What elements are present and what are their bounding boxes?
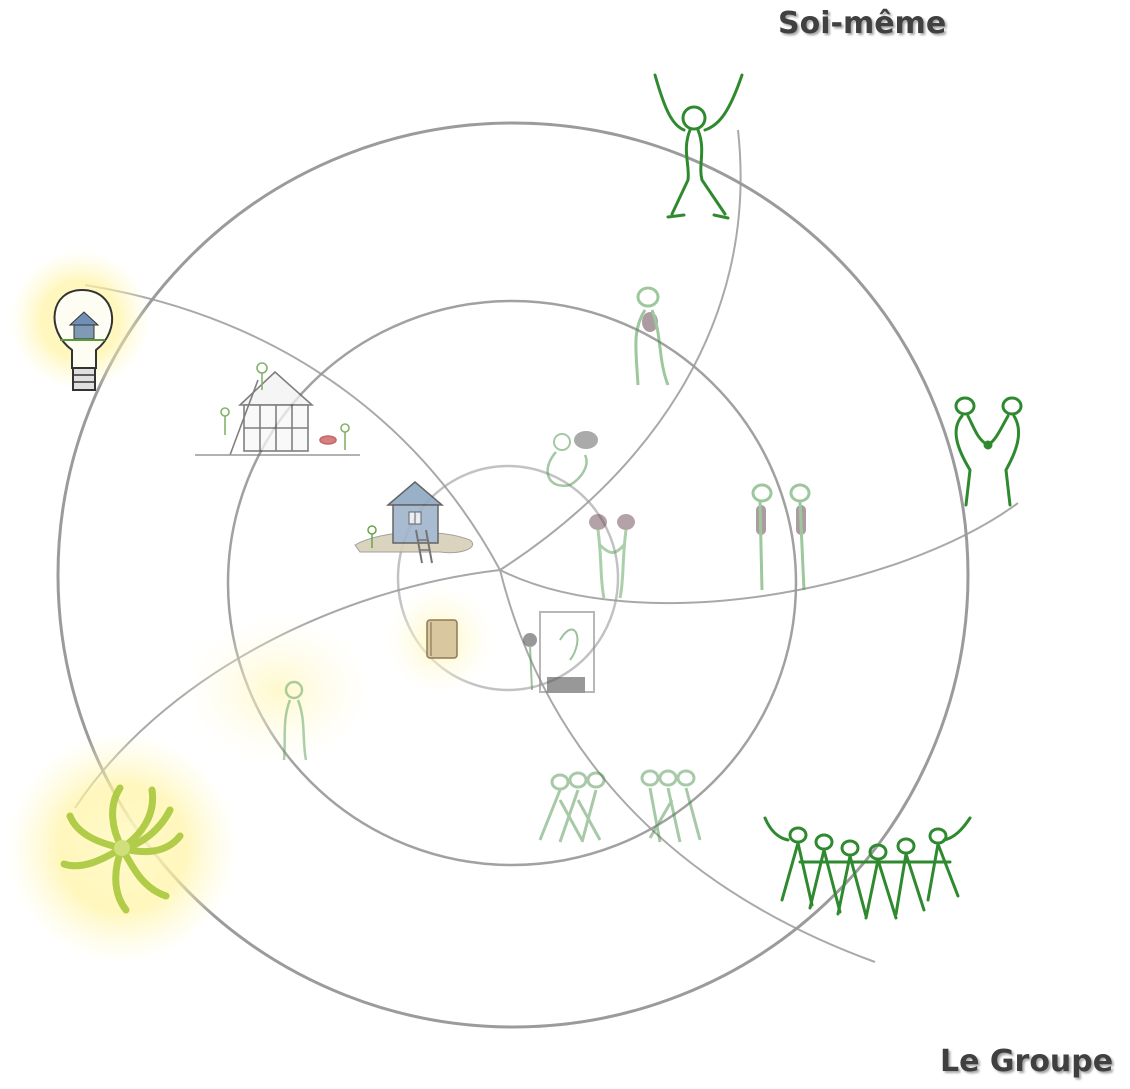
book-icon (385, 585, 495, 695)
arc-to-group (499, 569, 876, 963)
arc-to-self (499, 129, 742, 571)
figure-with-easel-icon (523, 611, 595, 693)
faded-crowd-icon (538, 769, 702, 843)
standing-figure-arms-raised-icon (653, 73, 744, 220)
faded-standing-figure-icon (634, 286, 670, 386)
house-under-construction-icon (195, 362, 360, 456)
inner-ring (396, 464, 620, 692)
concentric-rings (56, 121, 970, 1029)
faded-glowing-figure-icon (183, 615, 373, 765)
crowd-arms-raised-icon (763, 816, 972, 920)
lightbulb-with-house-icon (10, 250, 150, 391)
arc-to-bulb (84, 284, 501, 571)
faded-pair-figures-icon (589, 514, 635, 599)
spiral-sun-icon (7, 733, 237, 963)
house-with-ladder-icon (354, 481, 473, 564)
middle-ring (226, 299, 798, 867)
outer-ring (56, 121, 970, 1029)
label-group: Le Groupe (940, 1044, 1114, 1079)
two-figures-holding-hands-icon (954, 396, 1023, 507)
two-faded-figures-icon (751, 483, 811, 591)
arc-to-partner (499, 502, 1019, 605)
faded-thinking-figure-icon (546, 431, 598, 488)
label-self: Soi-même (778, 6, 947, 41)
